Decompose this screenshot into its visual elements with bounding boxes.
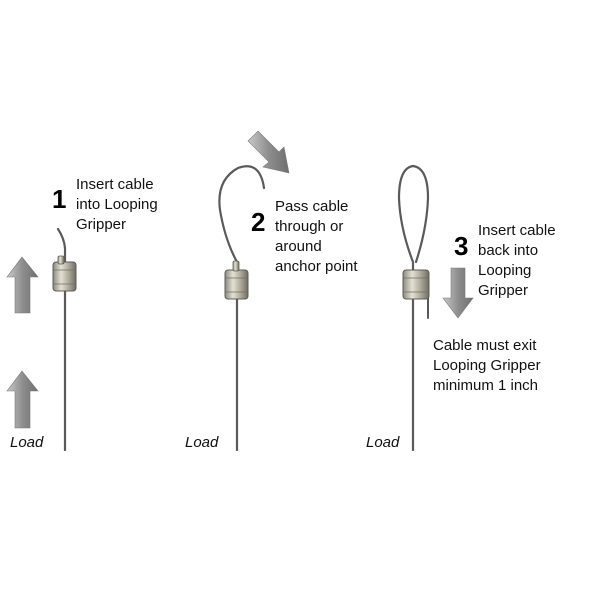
step-2-illustration [218, 130, 290, 452]
load-label-step-3: Load [366, 434, 400, 451]
cable-step-1 [56, 227, 67, 452]
looping-gripper-step-3 [402, 269, 430, 300]
up-arrow-icon [6, 256, 39, 314]
up-arrow-icon [6, 370, 39, 429]
step-1-number: 1 [52, 184, 67, 214]
looping-gripper-step-1 [52, 255, 77, 292]
load-label-step-1: Load [10, 434, 44, 451]
step-3-illustration [397, 164, 474, 452]
minimum-exit-note: Cable must exit Looping Gripper minimum … [433, 337, 541, 394]
diagonal-arrow-icon [247, 130, 290, 174]
step-1-illustration [6, 227, 77, 452]
step-1-text: Insert cable into Looping Gripper [76, 176, 158, 233]
cable-step-3 [397, 164, 430, 452]
step-2-text: Pass cable through or around anchor poin… [275, 198, 358, 275]
down-arrow-icon [442, 267, 474, 319]
step-3-number: 3 [454, 231, 469, 261]
step-2-number: 2 [251, 207, 266, 237]
load-label-step-2: Load [185, 434, 219, 451]
step-3-text: Insert cable back into Looping Gripper [478, 222, 556, 299]
cable-step-2 [218, 165, 266, 452]
looping-gripper-step-2 [224, 260, 249, 300]
